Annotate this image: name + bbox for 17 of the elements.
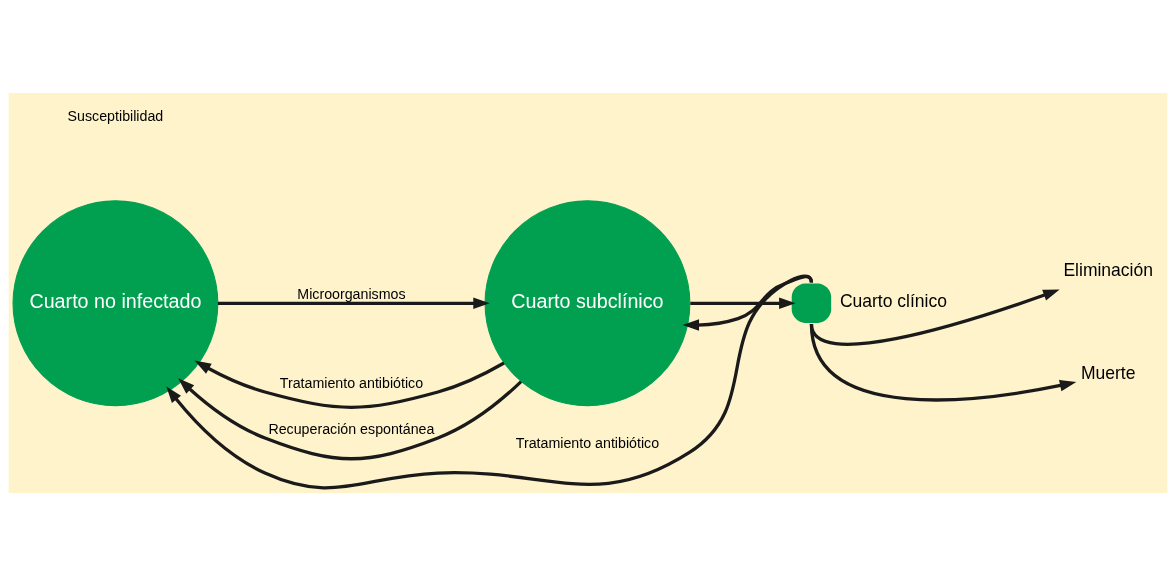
node-circle: Cuarto subclínico [484,200,691,407]
arrow [682,275,814,331]
edge-label: Tratamiento antibiótico [515,435,660,452]
arrow [690,297,796,310]
arrow [194,360,505,409]
node-label: Cuarto clínico [839,291,947,312]
label: Susceptibilidad [67,107,164,124]
edge-label: Recuperación espontánea [268,421,435,438]
node-text: Muerte [1080,362,1136,383]
arrow [217,297,490,310]
arrow [166,274,813,490]
arrow [809,323,1077,402]
edge-label: Microorganismos [297,286,406,303]
edge-label: Tratamiento antibiótico [279,375,424,392]
node-text: Eliminación [1063,259,1153,280]
arrow [178,378,523,461]
node-circle: Cuarto no infectado [12,200,219,407]
